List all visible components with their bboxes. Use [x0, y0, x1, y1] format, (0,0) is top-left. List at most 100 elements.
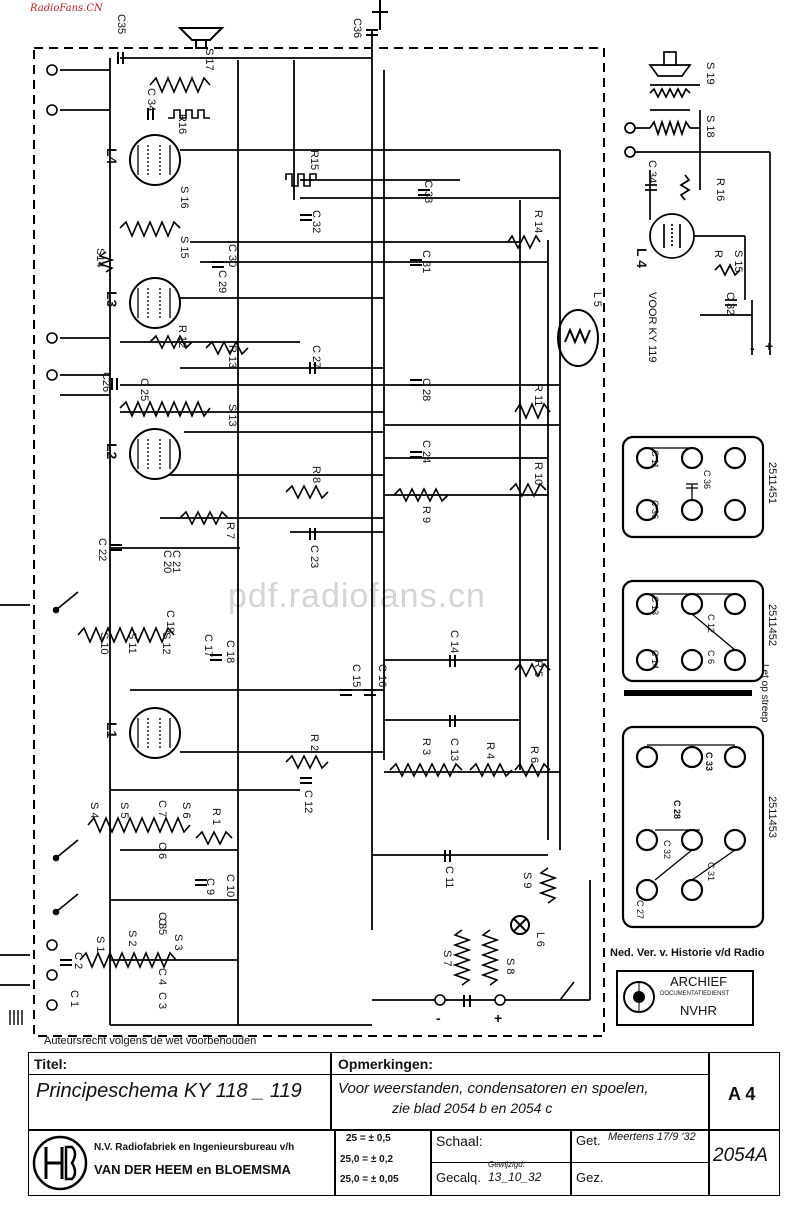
right-label-l4: L 4: [634, 248, 650, 268]
label-c6: C 6: [156, 842, 168, 860]
label-r14: R 14: [532, 210, 544, 234]
label-plus: +: [494, 1010, 503, 1026]
right-label-c34: C 34: [646, 160, 658, 184]
label-r2: R 2: [308, 734, 320, 752]
format-a4: A 4: [728, 1084, 756, 1104]
label-r7: R 7: [224, 522, 236, 540]
label-s12: S 12: [160, 632, 172, 655]
label-c16: C 16: [376, 664, 388, 688]
get-value: Meertens 17/9 '32: [608, 1131, 696, 1143]
right-label-s19: S 19: [704, 62, 716, 85]
titel-value: Principeschema KY 118 _ 119: [36, 1080, 302, 1102]
company-logo-icon: [32, 1135, 88, 1191]
gewijzigd-label: Gewijzigd:: [488, 1160, 525, 1169]
label-s3: S 3: [172, 934, 184, 951]
tube-l4: [129, 134, 181, 186]
label-c11: C 11: [443, 866, 455, 889]
label-s2: S 2: [126, 930, 138, 947]
label-c24: C 24: [420, 440, 432, 464]
tube-label-l2: L2: [104, 443, 120, 460]
right-schematic: [624, 51, 771, 355]
coils: [77, 75, 558, 986]
label-s11: S 11: [126, 632, 138, 654]
label-s15: S 15: [178, 236, 190, 259]
socket1-label-c36a: C 36: [702, 470, 712, 490]
label-c34: C 34: [145, 88, 157, 112]
socket3-label-c27: C 27: [635, 900, 645, 920]
right-label-s15: S 15: [732, 250, 744, 273]
label-r3: R 3: [420, 738, 432, 756]
gecalq-label: Gecalq.: [436, 1170, 481, 1185]
label-c29: C 29: [216, 270, 228, 294]
marking-stripe: [624, 690, 752, 696]
label-c18: C 18: [224, 640, 236, 664]
label-r5: R 5: [532, 660, 544, 678]
schaal-label: Schaal:: [436, 1133, 483, 1149]
label-c23: C 23: [308, 545, 320, 569]
label-c22: C 22: [96, 538, 108, 562]
get-label: Get.: [576, 1133, 601, 1148]
tube-l2: [129, 428, 181, 480]
label-c7: C 7: [156, 800, 168, 818]
archive-dept: DOCUMENTATIEDIENST: [660, 991, 730, 997]
title-block: [28, 1052, 780, 1196]
label-s6: S 6: [180, 802, 192, 819]
right-label-minus: -: [750, 340, 755, 356]
socket2-label-c13: C 13: [650, 596, 660, 616]
label-s8: S 8: [504, 958, 516, 975]
resistors: [149, 109, 551, 846]
label-c2: C 2: [72, 952, 84, 970]
label-s17: S 17: [203, 48, 215, 71]
label-s1: S 1: [94, 936, 106, 953]
label-r15: R15: [308, 150, 320, 171]
label-c30: C 30: [226, 244, 238, 268]
tolerance-2: 25,0 = ± 0,2: [340, 1154, 394, 1165]
socket2-label-c12: C 12: [706, 614, 716, 634]
socket2-label-c6: C 6: [706, 650, 716, 665]
label-c5: C 5: [156, 918, 168, 936]
label-r12: R 12: [176, 325, 188, 349]
label-c26: C26: [100, 372, 112, 393]
socket1-label-c36b: C 36: [650, 500, 660, 520]
socket3-label-c28: C 28: [672, 800, 682, 820]
label-r10: R 10: [532, 462, 544, 486]
tube-l3: [129, 277, 181, 329]
socket3-code: 2511453: [766, 796, 778, 839]
right-label-c32: C 32: [724, 292, 736, 316]
lamp-l6: [510, 915, 530, 935]
label-c13: C 13: [448, 738, 460, 762]
label-c25: C 25: [138, 378, 150, 402]
schematic-diagram: [0, 0, 771, 1037]
right-label-r: R: [712, 250, 724, 258]
label-r4: R 4: [484, 742, 496, 760]
label-r6: R 6: [528, 746, 540, 764]
socket2-label-c14: C 14: [650, 650, 660, 670]
label-s10: S 10: [98, 632, 110, 655]
label-s4: S 4: [88, 802, 100, 819]
socket2-code: 2511452: [766, 604, 778, 647]
tolerance-1: 25 = ± 0,5: [346, 1133, 391, 1144]
socket3-label-c32: C 32: [662, 840, 672, 860]
watermark-top: RadioFans.CN: [30, 3, 103, 14]
drawing-number: 2054A: [713, 1145, 768, 1166]
label-r13: R 13: [226, 345, 238, 369]
socket1-label-c11: C 11: [650, 450, 660, 469]
label-c12: C 12: [302, 790, 314, 814]
label-c9: C 9: [204, 878, 216, 896]
label-s14: S14: [94, 248, 106, 268]
terminals: [46, 64, 506, 1011]
opmerkingen-label: Opmerkingen:: [338, 1056, 433, 1072]
tube-l1: [129, 707, 181, 759]
bus-lines: [0, 30, 591, 1026]
label-c27: C 27: [310, 345, 322, 369]
label-c15: C 15: [350, 664, 362, 688]
chassis-border: [33, 47, 605, 1037]
label-c4: C 4: [156, 968, 168, 986]
copyright-note: Auteursrecht volgens de wet voorbehouden: [44, 1035, 257, 1047]
nvhr-header: Ned. Ver. v. Historie v/d Radio: [610, 947, 765, 959]
titel-label: Titel:: [34, 1056, 68, 1072]
label-s5: S 5: [118, 802, 130, 819]
label-c10: C 10: [224, 874, 236, 898]
tube-label-l3: L3: [104, 291, 120, 308]
tube-label-l1: L1: [104, 722, 120, 739]
